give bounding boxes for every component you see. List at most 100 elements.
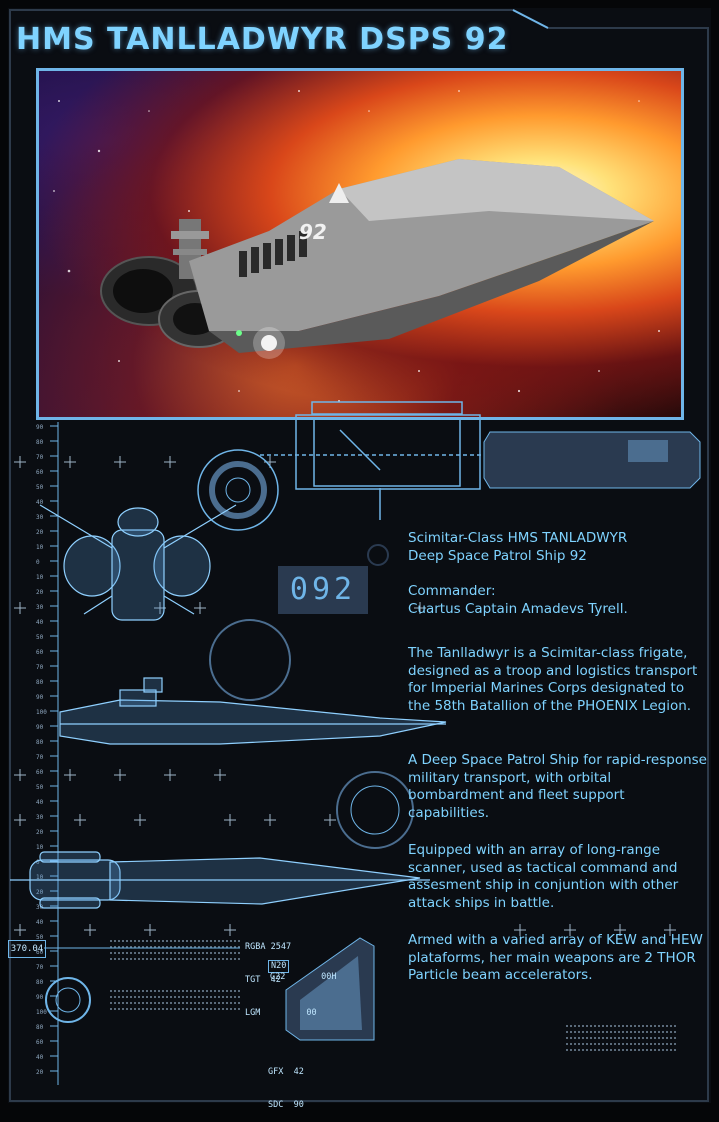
- dot: [130, 990, 132, 992]
- dot: [230, 1002, 232, 1004]
- dot: [622, 1025, 624, 1027]
- dot: [146, 990, 148, 992]
- dot: [654, 1031, 656, 1033]
- dot: [150, 958, 152, 960]
- dot: [666, 1037, 668, 1039]
- ruler-tick-label: 20: [36, 829, 44, 836]
- ruler-tick-label: 80: [36, 679, 44, 686]
- dot: [618, 1049, 620, 1051]
- class-line: Scimitar-Class HMS TANLADWYR: [408, 530, 628, 546]
- dot: [158, 940, 160, 942]
- dot: [574, 1031, 576, 1033]
- dot: [194, 946, 196, 948]
- dot: [150, 1008, 152, 1010]
- dot: [618, 1031, 620, 1033]
- dot: [178, 1002, 180, 1004]
- dot: [190, 946, 192, 948]
- dot: [214, 1002, 216, 1004]
- dot: [118, 946, 120, 948]
- dot: [186, 996, 188, 998]
- commander-label: Commander:: [408, 583, 496, 599]
- dot: [222, 952, 224, 954]
- dot: [154, 940, 156, 942]
- dot: [186, 952, 188, 954]
- scope-box: [260, 401, 520, 520]
- readout-line: TGT 42: [245, 975, 281, 985]
- dot: [602, 1031, 604, 1033]
- dot: [630, 1025, 632, 1027]
- ruler-tick-label: 90: [36, 424, 44, 431]
- dot: [138, 990, 140, 992]
- dot: [230, 958, 232, 960]
- dot: [166, 1002, 168, 1004]
- dot: [234, 996, 236, 998]
- description-para-3: Equipped with an array of long-range sca…: [408, 842, 679, 911]
- dot: [130, 996, 132, 998]
- dot: [134, 946, 136, 948]
- dot: [662, 1037, 664, 1039]
- dot: [574, 1037, 576, 1039]
- readout-line: RGBA 2547: [245, 942, 292, 952]
- dot: [190, 952, 192, 954]
- dot: [238, 990, 240, 992]
- dot: [182, 940, 184, 942]
- dot: [122, 946, 124, 948]
- dot: [202, 946, 204, 948]
- dot: [606, 1031, 608, 1033]
- dot: [206, 1008, 208, 1010]
- dot: [150, 996, 152, 998]
- dot: [126, 1002, 128, 1004]
- dot: [198, 990, 200, 992]
- dot: [586, 1031, 588, 1033]
- dot: [642, 1025, 644, 1027]
- dot: [206, 958, 208, 960]
- dot: [658, 1037, 660, 1039]
- dot: [586, 1049, 588, 1051]
- ruler-tick-label: 20: [36, 1069, 44, 1076]
- dot: [222, 996, 224, 998]
- dot: [642, 1049, 644, 1051]
- dot: [178, 1008, 180, 1010]
- dot: [154, 1008, 156, 1010]
- dot: [186, 1002, 188, 1004]
- dot: [134, 940, 136, 942]
- ruler-tick-label: 10: [36, 574, 44, 581]
- dot: [134, 1008, 136, 1010]
- dot: [142, 1008, 144, 1010]
- ruler-tick-label: 10: [36, 844, 44, 851]
- dot: [234, 1008, 236, 1010]
- ruler-tick-label: 60: [36, 469, 44, 476]
- ruler-tick-label: 80: [36, 1024, 44, 1031]
- dot: [110, 940, 112, 942]
- ruler-tick-label: 40: [36, 799, 44, 806]
- bracket-panel: [285, 937, 375, 1041]
- dot: [162, 946, 164, 948]
- ruler-tick-label: 60: [36, 949, 44, 956]
- dot: [582, 1025, 584, 1027]
- dot: [586, 1037, 588, 1039]
- dot: [622, 1031, 624, 1033]
- dot: [614, 1049, 616, 1051]
- dot: [614, 1031, 616, 1033]
- dot: [618, 1025, 620, 1027]
- dot: [138, 940, 140, 942]
- ruler-tick-label: 20: [36, 529, 44, 536]
- dot: [210, 990, 212, 992]
- dot: [126, 940, 128, 942]
- dot: [214, 1008, 216, 1010]
- dot: [142, 958, 144, 960]
- dot: [610, 1025, 612, 1027]
- dot: [150, 952, 152, 954]
- dot: [130, 1008, 132, 1010]
- dot: [130, 946, 132, 948]
- ruler-tick-label: 60: [36, 1039, 44, 1046]
- dot: [238, 952, 240, 954]
- dot: [642, 1037, 644, 1039]
- dot: [646, 1037, 648, 1039]
- dot: [126, 996, 128, 998]
- dot: [234, 940, 236, 942]
- designation-line: Deep Space Patrol Ship 92: [408, 547, 587, 564]
- dot: [138, 958, 140, 960]
- range-value: 370.04: [8, 940, 46, 958]
- ruler-tick-label: 20: [36, 589, 44, 596]
